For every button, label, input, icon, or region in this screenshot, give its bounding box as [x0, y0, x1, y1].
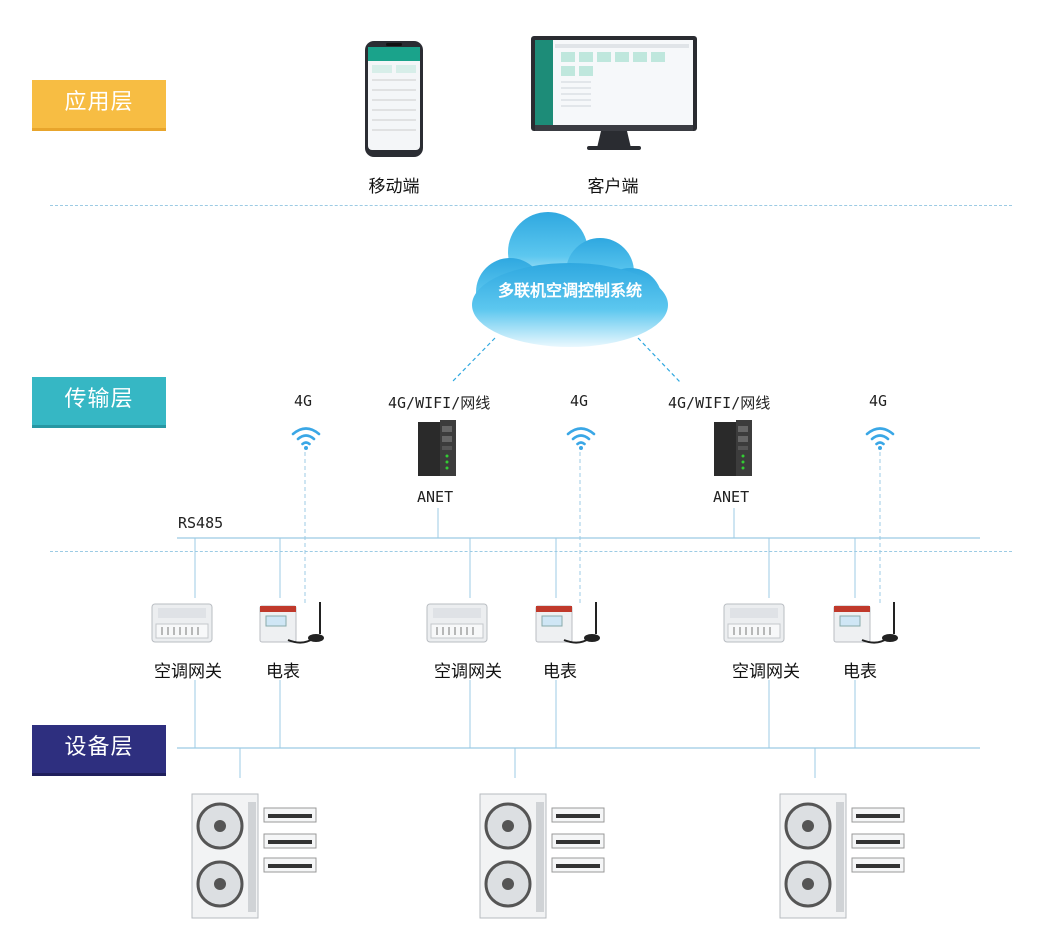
electric-meter-icon	[535, 602, 600, 644]
transmission-layer-label: 传输层	[32, 377, 166, 428]
meter-label-2: 电表	[543, 662, 577, 682]
mobile-label: 移动端	[368, 177, 420, 197]
meter-label-1: 电表	[266, 662, 300, 682]
anet-label-2: ANET	[713, 488, 750, 506]
layer-separator-bottom	[50, 551, 1012, 552]
net-4g-label-1: 4G	[294, 392, 313, 410]
layer-separator-top	[50, 205, 1012, 206]
electric-meter-icon	[259, 602, 324, 644]
meter-label-3: 电表	[843, 662, 877, 682]
client-label: 客户端	[587, 177, 639, 197]
vrf-ac-unit-group-icon	[191, 793, 317, 919]
rs485-bus-label: RS485	[178, 514, 224, 532]
mobile-phone-icon	[365, 41, 423, 157]
ac-gateway-label-2: 空调网关	[434, 662, 502, 682]
anet-gateway-icon	[714, 420, 752, 476]
anet-gateway-icon	[418, 420, 456, 476]
ac-gateway-device-icon	[151, 603, 213, 643]
anet-label-1: ANET	[417, 488, 454, 506]
net-4g-label-3: 4G	[869, 392, 888, 410]
ac-gateway-device-icon	[723, 603, 785, 643]
wifi-icon	[291, 427, 321, 450]
electric-meter-icon	[833, 602, 898, 644]
desktop-monitor-icon	[531, 36, 697, 150]
wifi-icon	[566, 427, 596, 450]
cloud-shape	[472, 212, 668, 347]
application-layer-label: 应用层	[32, 80, 166, 131]
ac-gateway-device-icon	[426, 603, 488, 643]
net-multi-label-1: 4G/WIFI/网线	[388, 394, 491, 412]
ac-gateway-label-3: 空调网关	[732, 662, 800, 682]
vrf-ac-unit-group-icon	[479, 793, 605, 919]
vrf-ac-unit-group-icon	[779, 793, 905, 919]
ac-gateway-label-1: 空调网关	[154, 662, 222, 682]
wifi-icon	[865, 427, 895, 450]
device-layer-label: 设备层	[32, 725, 166, 776]
net-4g-label-2: 4G	[570, 392, 589, 410]
net-multi-label-2: 4G/WIFI/网线	[668, 394, 771, 412]
cloud-system-label: 多联机空调控制系统	[497, 281, 642, 300]
